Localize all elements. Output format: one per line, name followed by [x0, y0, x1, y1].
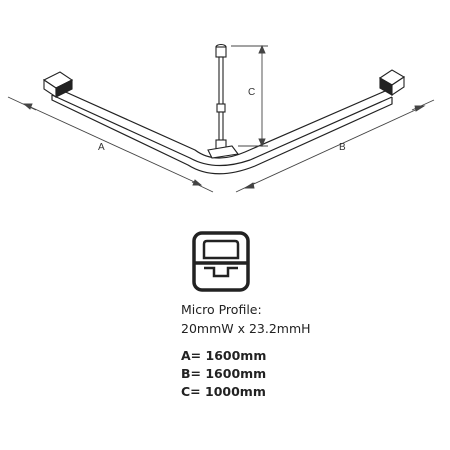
dimension-a-value: A= 1600mm [181, 348, 267, 363]
profile-size: 20mmW x 23.2mmH [181, 321, 311, 336]
rail [49, 84, 393, 175]
dimension-b-value: B= 1600mm [181, 366, 267, 381]
profile-cross-section [192, 231, 250, 292]
profile-title: Micro Profile: [181, 302, 262, 317]
rail-bottom-edge [51, 95, 393, 175]
dimension-a-label: A [98, 142, 105, 153]
rail-outer-edge [49, 84, 393, 159]
rail-end-cap-right [378, 69, 406, 97]
ceiling-support-rod [207, 43, 239, 159]
dimension-b [235, 99, 435, 193]
dimension-a [7, 96, 214, 193]
dimension-c-value: C= 1000mm [181, 384, 266, 399]
rail-inner-edge [51, 94, 393, 167]
dimension-c-label: C [248, 87, 255, 98]
dimension-c [231, 44, 268, 148]
dimension-b-label: B [339, 142, 346, 153]
rail-end-cap-left [42, 71, 74, 99]
